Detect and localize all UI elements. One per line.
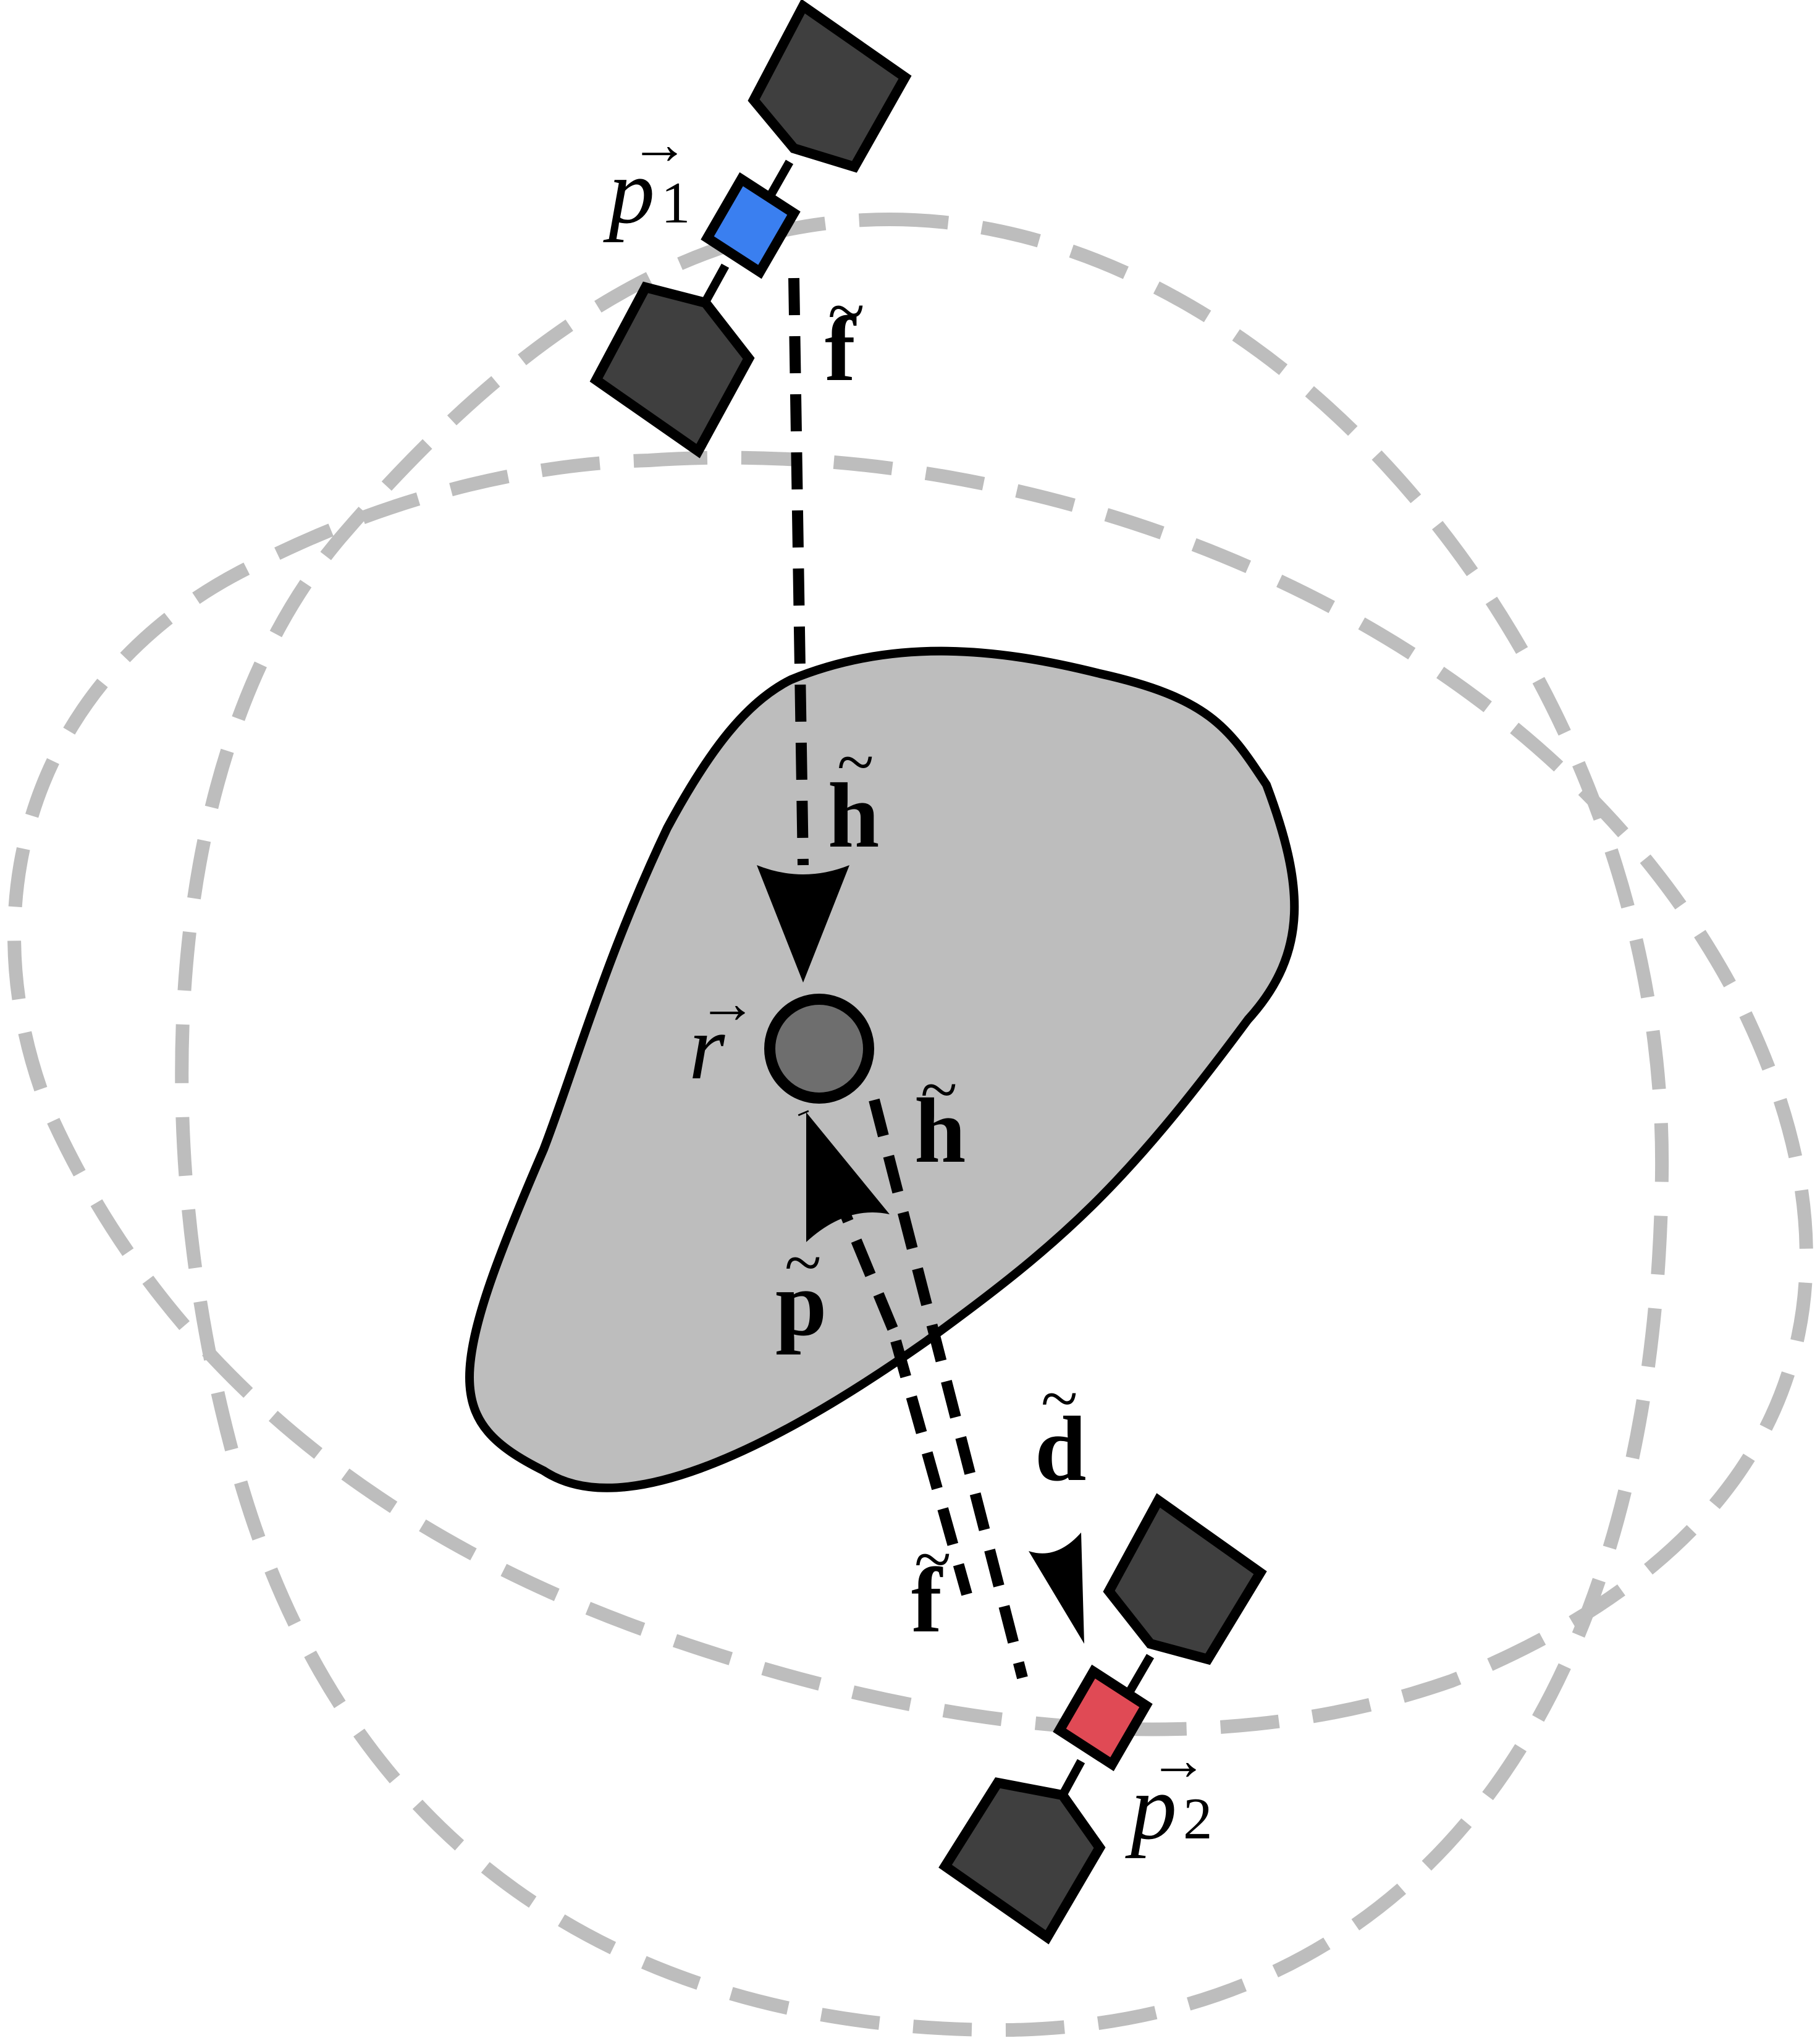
h-top-base: h (828, 764, 879, 867)
f-top-accent: ~ (828, 273, 865, 349)
label-f-top: ~ f (825, 273, 865, 400)
h-top-accent: ~ (837, 724, 874, 800)
h-right-base: h (914, 1080, 966, 1182)
f-top-base: f (825, 298, 857, 400)
p1-accent: → (630, 111, 689, 177)
bottom-chain (938, 1493, 1267, 1945)
p2-accent: → (1149, 1727, 1208, 1793)
top-end-block-lower (589, 281, 755, 459)
bottom-chain-link-upper (1126, 1654, 1155, 1693)
p1-base: p (603, 140, 655, 243)
p-mid-base: p (775, 1253, 827, 1355)
top-end-block-upper (748, 0, 912, 173)
p2-base: p (1125, 1756, 1177, 1859)
orbit-tilted (7, 450, 1813, 1736)
h-right-accent: ~ (921, 1052, 958, 1127)
f-bottom-base: f (911, 1549, 943, 1652)
orbits (7, 212, 1813, 2037)
central-body (465, 646, 1299, 1492)
top-chain-link-lower (701, 263, 730, 304)
p1-subscript: 1 (661, 170, 691, 235)
label-h-top: ~ h (828, 724, 879, 867)
bottom-end-block-lower (938, 1777, 1106, 1945)
label-p1: → p 1 (603, 111, 691, 243)
bottom-chain-link-lower (1058, 1759, 1085, 1798)
d-bottom-base: d (1035, 1398, 1086, 1500)
label-p-mid: ~ p (775, 1225, 827, 1355)
label-h-right: ~ h (914, 1052, 966, 1182)
top-dashed-line (788, 277, 809, 866)
bottom-arrowhead (1029, 1533, 1084, 1644)
p-mid-accent: ~ (785, 1225, 822, 1300)
right-dashed-line (869, 1098, 1028, 1680)
r-base: r (689, 996, 725, 1099)
top-chain-link-upper (765, 159, 794, 200)
mid-arrowhead (806, 1112, 890, 1242)
top-arrowhead (757, 865, 849, 983)
top-chain (589, 0, 912, 459)
label-f-bottom: ~ f (911, 1521, 951, 1652)
p2-bead (1053, 1664, 1153, 1772)
d-bottom-accent: ~ (1041, 1361, 1078, 1436)
r-accent: → (698, 970, 757, 1036)
nucleus-point (764, 994, 874, 1104)
bottom-end-block-upper (1103, 1493, 1267, 1665)
f-bottom-accent: ~ (914, 1521, 951, 1597)
p1-bead (701, 172, 801, 279)
label-d-bottom: ~ d (1035, 1361, 1086, 1500)
label-p2: → p 2 (1125, 1727, 1213, 1859)
label-r: → r (689, 970, 757, 1099)
lower-left-dashed-line (890, 1339, 972, 1596)
p2-subscript: 2 (1183, 1786, 1213, 1851)
orbit-large (175, 212, 1669, 2037)
